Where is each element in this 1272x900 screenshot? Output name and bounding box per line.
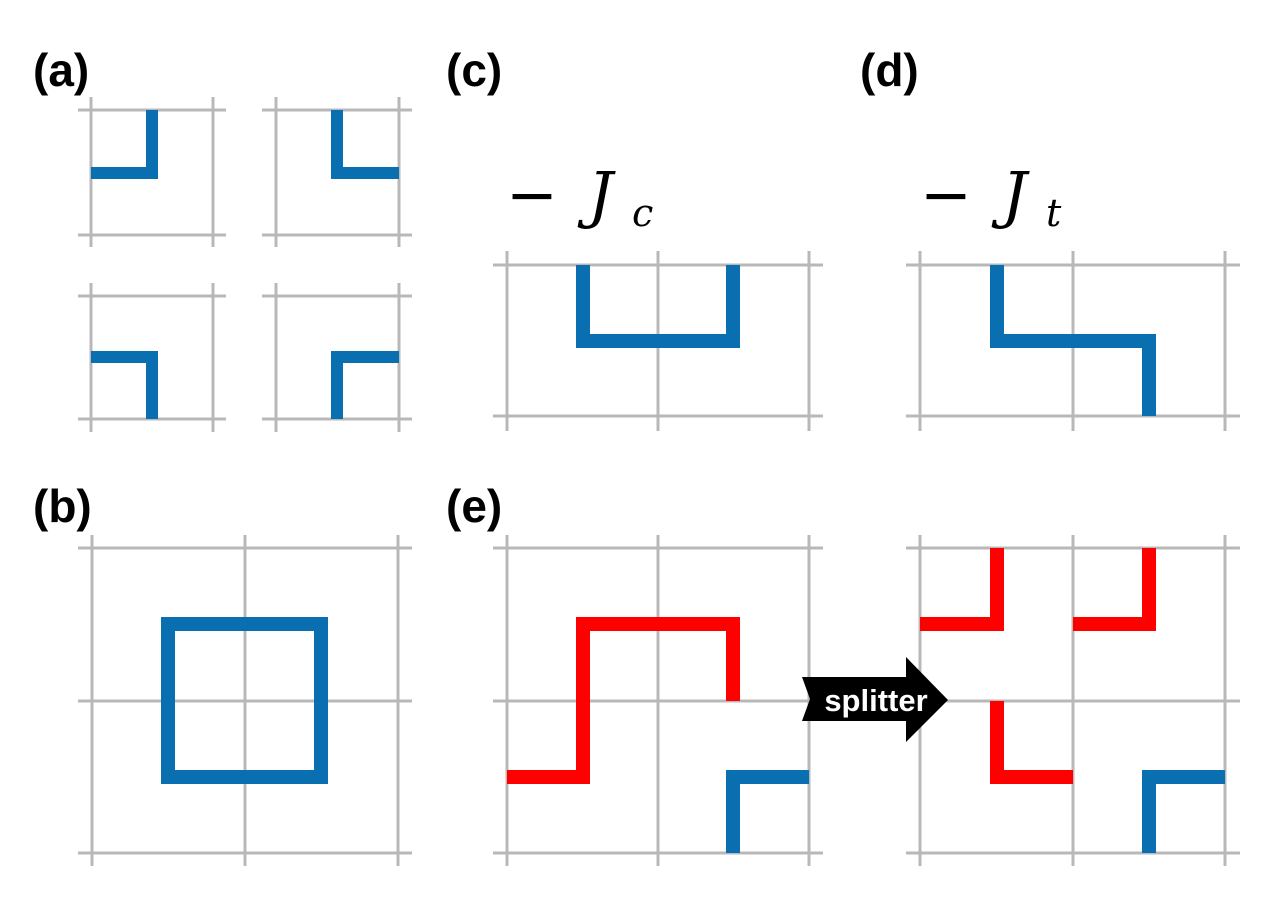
string-e-right-red-2 [1073,548,1156,631]
string-a3-corner [91,351,158,419]
panel-label-a: (a) [33,44,89,96]
string-d-zshape [990,265,1156,416]
string-b-loop [161,617,328,784]
panel-label-e: (e) [446,480,502,532]
panel-label-d: (d) [860,44,919,96]
splitter-arrow-shape [802,657,948,742]
coupling-jc-minus: − [506,158,558,231]
coupling-jt-subscript: t [1046,191,1062,235]
string-a1-corner [91,110,158,179]
coupling-jc: − J c [506,158,653,235]
coupling-jc-subscript: c [632,191,653,235]
string-a4-corner [331,351,399,419]
string-e-left-blue [726,770,809,853]
string-e-left-red [507,617,740,784]
grid-layer [78,97,1240,866]
string-c-ushape [576,265,740,348]
coupling-jc-symbol: J [577,158,616,231]
string-layer [91,110,1225,853]
string-a2-corner [331,110,399,179]
splitter-arrow: splitter [802,657,948,742]
coupling-jt: − J t [920,158,1062,235]
splitter-arrow-label: splitter [824,683,927,718]
coupling-jt-minus: − [920,158,972,231]
coupling-jt-symbol: J [991,158,1030,231]
string-e-right-red-3 [990,701,1073,784]
string-e-right-blue [1142,770,1225,853]
panel-label-c: (c) [446,44,502,96]
panel-label-b: (b) [33,480,92,532]
string-e-right-red-1 [920,548,1004,631]
